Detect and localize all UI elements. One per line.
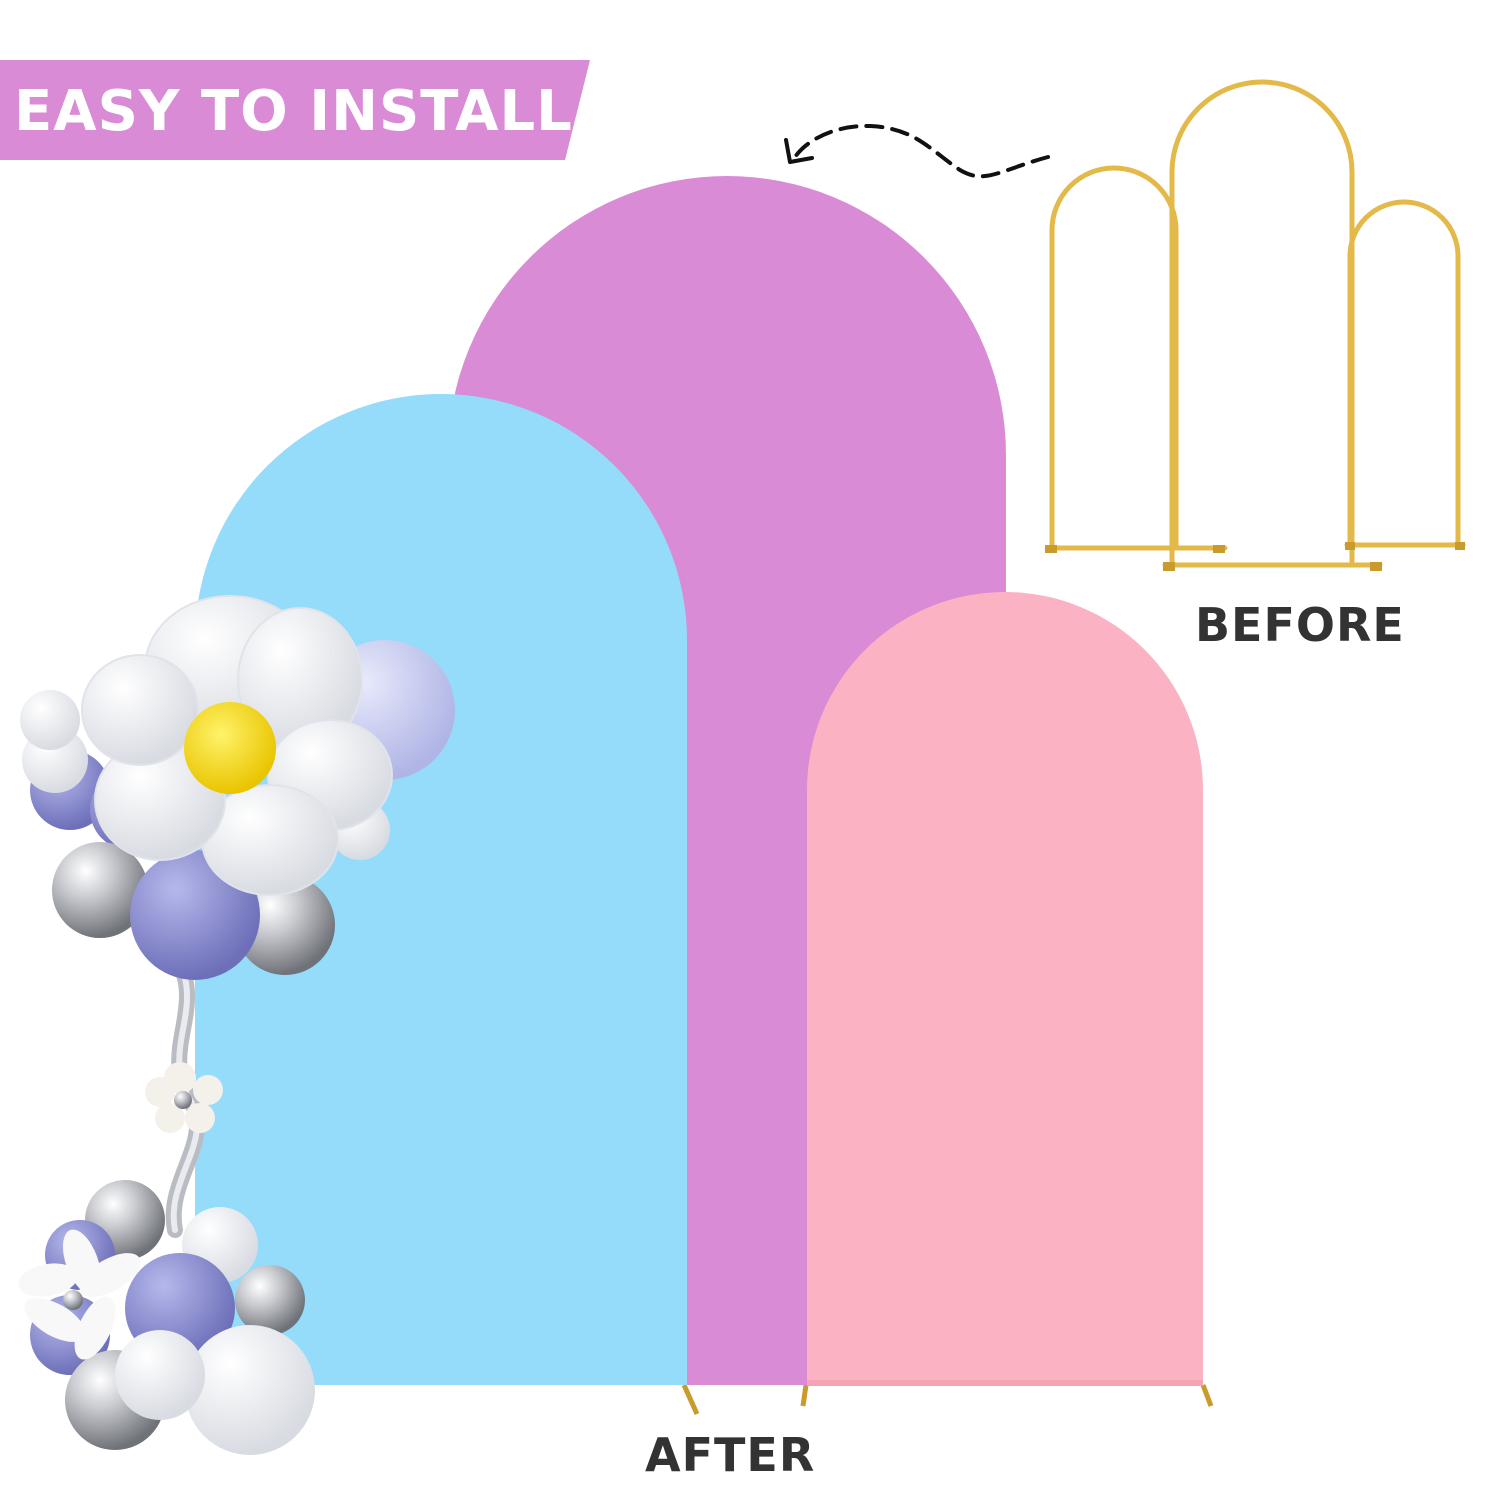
gold-frame-feet xyxy=(1045,542,1465,571)
banner-title: EASY TO INSTALL xyxy=(14,79,573,144)
daisy-balloon-icon xyxy=(81,595,393,896)
pink-cover-hem xyxy=(807,1380,1203,1386)
pink-arch-cover xyxy=(807,592,1203,1385)
gold-frame-small xyxy=(1347,199,1461,548)
gold-frame-tall xyxy=(1169,79,1355,568)
lower-balloon-cluster xyxy=(18,1180,315,1455)
after-caption: AFTER xyxy=(645,1428,816,1482)
banner-background xyxy=(0,60,590,160)
small-flower-icon xyxy=(145,1062,223,1133)
gold-frame-medium xyxy=(1049,165,1179,551)
before-caption: BEFORE xyxy=(1195,598,1405,652)
stand-feet xyxy=(681,1383,1214,1416)
